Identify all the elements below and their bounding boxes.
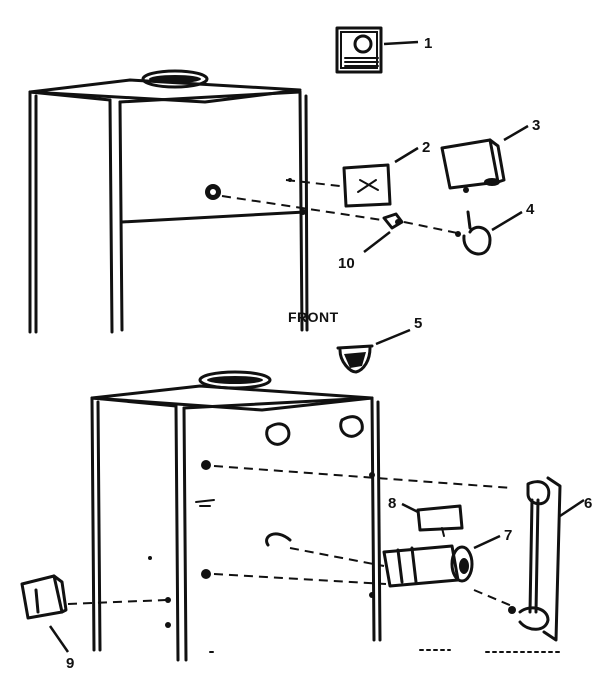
part-7-burner [382, 534, 501, 588]
callout-9: 9 [66, 655, 74, 672]
callout-4: 4 [526, 201, 535, 218]
callout-1: 1 [424, 35, 432, 52]
part-10-plug [363, 212, 404, 253]
lower-cabinet [90, 370, 382, 662]
callout-5: 5 [414, 315, 422, 332]
part-3-valve-housing [440, 124, 529, 193]
callout-3: 3 [532, 117, 540, 134]
part-8-block [401, 502, 464, 537]
part-4-clip [455, 210, 523, 256]
part-5-cap [336, 328, 411, 374]
upper-cabinet [28, 69, 309, 334]
front-label: FRONT [288, 309, 339, 325]
callout-7: 7 [504, 527, 512, 544]
part-6-bracket [508, 476, 585, 642]
callout-8: 8 [388, 495, 396, 512]
callout-2: 2 [422, 139, 430, 156]
callout-6: 6 [584, 495, 592, 512]
part-1-thermostat [335, 26, 419, 74]
callout-10: 10 [338, 255, 355, 272]
part-2-control-box [342, 146, 419, 208]
part-9-module [20, 574, 70, 653]
